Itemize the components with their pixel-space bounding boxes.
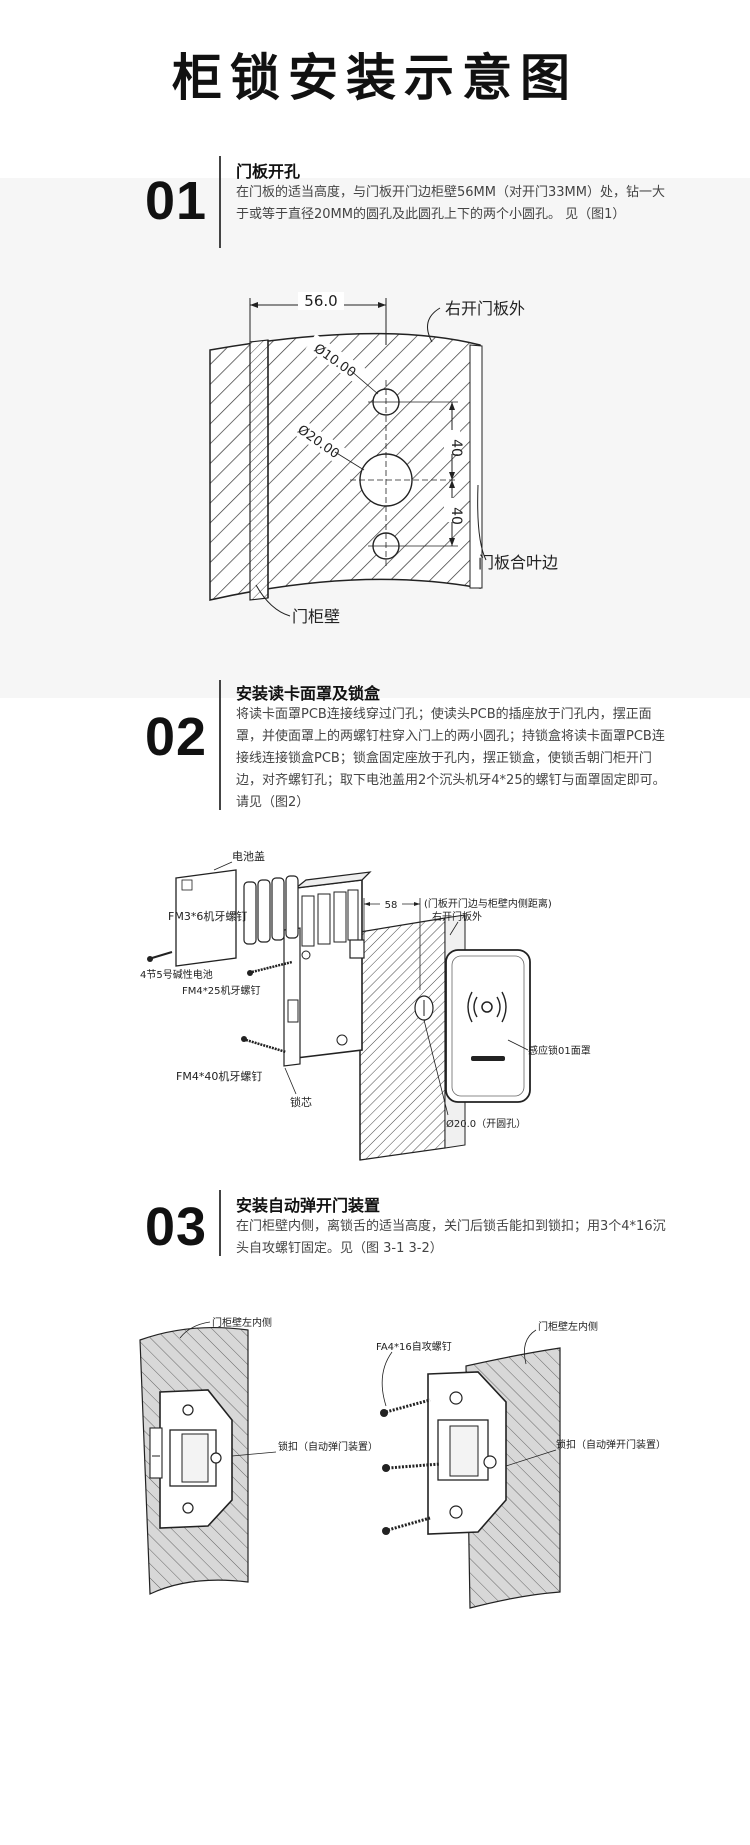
- reader-faceplate: [445, 949, 531, 1103]
- battery-cover-label: 电池盖: [232, 849, 265, 863]
- dim-58-note: (门板开门边与柜壁内侧距离): [424, 897, 552, 910]
- figure-2-lock-assembly: 58 (门板开门边与柜壁内侧距离) 电池盖 FM3*6机牙螺钉 4节5号碱性电池…: [140, 849, 591, 1161]
- right-door-outer-label-2: 右开门板外: [432, 910, 482, 923]
- step-number-02: 02: [145, 707, 208, 767]
- cabinet-wall-label: 门柜壁: [292, 607, 340, 626]
- figure-3-1-catch-install: 门柜壁左内侧 锁扣（自动弹门装置）: [139, 1316, 378, 1595]
- step-title-01: 门板开孔: [236, 162, 301, 181]
- batteries-label: 4节5号碱性电池: [140, 968, 213, 981]
- lock-box: [295, 879, 363, 1059]
- step-body-02: 将读卡面罩PCB连接线穿过门孔；使读头PCB的插座放于门孔内，摆正面罩，并使面罩…: [236, 707, 666, 810]
- wall-left-label-1: 门柜壁左内侧: [212, 1316, 272, 1329]
- step-title-02: 安装读卡面罩及锁盒: [236, 684, 381, 703]
- step-body-03: 在门柜壁内侧，离锁舌的适当高度，关门后锁舌能扣到锁扣；用3个4*16沉头自攻螺钉…: [236, 1219, 666, 1256]
- figure-3-2-catch-install: FA4*16自攻螺钉 门柜壁左内侧 锁扣（自动弹开门装置）: [376, 1320, 666, 1609]
- dim-40-bottom: 40: [448, 507, 464, 525]
- wall-left-label-2: 门柜壁左内侧: [538, 1320, 598, 1333]
- dim-56-label: 56.0: [304, 292, 337, 310]
- screw-fm4-25-label: FM4*25机牙螺钉: [182, 984, 260, 997]
- screw-fa4-label: FA4*16自攻螺钉: [376, 1340, 452, 1353]
- page-title: 柜锁安装示意图: [172, 49, 578, 107]
- screw-fm4-25-icon: [247, 960, 293, 976]
- hole-20-label: Ø20.0（开圆孔）: [446, 1118, 526, 1130]
- screw-fa4-icons: [380, 1398, 441, 1535]
- rfid-wave-icon: [481, 1001, 493, 1013]
- step-title-03: 安装自动弹开门装置: [236, 1196, 381, 1215]
- screw-fm4-40-icon: [241, 1036, 287, 1054]
- cabinet-wall-strip: [249, 339, 269, 601]
- screw-fm3-label: FM3*6机牙螺钉: [168, 909, 247, 923]
- faceplate-slot: [471, 1056, 505, 1061]
- screw-fm4-40-label: FM4*40机牙螺钉: [176, 1069, 262, 1083]
- door-section-hatched: [359, 917, 446, 1161]
- screw-fm3-icon: [147, 951, 173, 962]
- door-hinge-edge-label: 门板合叶边: [478, 553, 558, 572]
- figure-1-door-drilling: 56.0 Ø10.00 Ø20.00 40 40 右开门板外 门板合叶边 门柜壁: [209, 292, 558, 626]
- battery-cover: [175, 869, 237, 967]
- right-door-outer-label: 右开门板外: [445, 299, 525, 318]
- batteries-icon: [243, 875, 299, 945]
- step-number-03: 03: [145, 1197, 208, 1257]
- step-divider-03: [219, 1190, 221, 1256]
- step-body-01: 在门板的适当高度，与门板开门边柜壁56MM（对开门33MM）处，钻一大于或等于直…: [236, 185, 665, 222]
- catch-label-2: 锁扣（自动弹开门装置）: [556, 1438, 666, 1451]
- step-divider-02: [219, 680, 221, 810]
- lock-tongue: [349, 939, 365, 959]
- step-divider-01: [219, 156, 221, 248]
- faceplate-label: 感应锁01面罩: [528, 1044, 591, 1057]
- step-number-01: 01: [145, 171, 208, 231]
- dim-40-top: 40: [448, 439, 464, 457]
- catch-label-1: 锁扣（自动弹门装置）: [278, 1440, 378, 1453]
- lock-core-label: 锁芯: [290, 1095, 312, 1109]
- dim-58-label: 58: [385, 900, 398, 911]
